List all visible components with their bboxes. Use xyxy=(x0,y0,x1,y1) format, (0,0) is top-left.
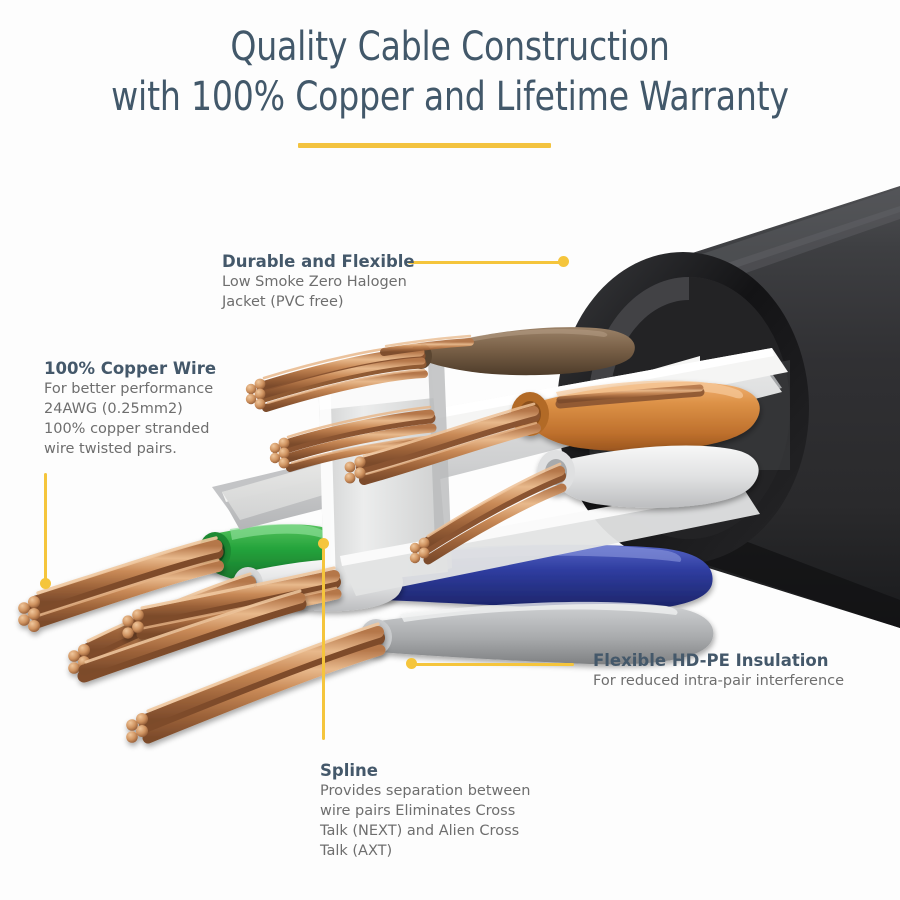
leader-line-insulation xyxy=(412,663,574,666)
callout-spline-body-line-1: Provides separation between xyxy=(320,783,531,799)
copper-bundle-white-lower xyxy=(126,622,386,744)
leader-dot-jacket xyxy=(558,256,569,267)
callout-spline-body: Provides separation between wire pairs E… xyxy=(320,781,530,861)
strand-end-cluster xyxy=(245,378,266,410)
callout-jacket-body: Low Smoke Zero Halogen Jacket (PVC free) xyxy=(222,272,415,312)
callout-jacket-body-line-1: Low Smoke Zero Halogen xyxy=(222,274,407,290)
callout-insulation-title: Flexible HD-PE Insulation xyxy=(593,651,829,670)
callout-copper-body-line-2: 24AWG (0.25mm2) xyxy=(44,401,183,417)
callout-spline-title: Spline xyxy=(320,761,378,780)
leader-line-jacket xyxy=(408,261,564,264)
callout-spline-body-line-3: Talk (NEXT) and Alien Cross xyxy=(320,823,520,839)
callout-jacket: Durable and Flexible Low Smoke Zero Halo… xyxy=(222,251,415,312)
copper-bundle-above-spline xyxy=(380,334,474,356)
title-underline xyxy=(298,143,551,148)
copper-bundle-orange-2 xyxy=(409,462,567,565)
callout-spline: Spline Provides separation between wire … xyxy=(320,760,530,861)
callout-copper-title: 100% Copper Wire xyxy=(44,359,217,378)
callout-jacket-title: Durable and Flexible xyxy=(222,252,415,271)
callout-copper-body-line-4: wire twisted pairs. xyxy=(44,441,177,457)
copper-bundle-extra xyxy=(77,589,307,683)
copper-bundle-brown xyxy=(245,343,428,412)
callout-jacket-body-line-2: Jacket (PVC free) xyxy=(222,294,344,310)
callout-copper-body-line-3: 100% copper stranded xyxy=(44,421,210,437)
leader-dot-insulation xyxy=(406,658,417,669)
callout-spline-body-line-4: Talk (AXT) xyxy=(320,843,393,859)
callout-insulation-body: For reduced intra-pair interference xyxy=(593,671,844,691)
callout-insulation: Flexible HD-PE Insulation For reduced in… xyxy=(593,650,844,691)
callout-spline-body-line-2: wire pairs Eliminates Cross xyxy=(320,803,516,819)
leader-line-copper xyxy=(44,473,47,585)
callout-copper: 100% Copper Wire For better performance … xyxy=(44,358,216,459)
leader-dot-spline xyxy=(318,538,329,549)
copper-bundle-green xyxy=(18,536,224,632)
leader-line-spline xyxy=(322,548,325,740)
callout-copper-body-line-1: For better performance xyxy=(44,381,214,397)
callout-insulation-body-line-1: For reduced intra-pair interference xyxy=(593,673,845,689)
leader-dot-copper xyxy=(40,578,51,589)
callout-copper-body: For better performance 24AWG (0.25mm2) 1… xyxy=(44,379,216,459)
copper-bundle-inner-top xyxy=(555,384,705,409)
copper-bundle-orange xyxy=(344,402,541,485)
